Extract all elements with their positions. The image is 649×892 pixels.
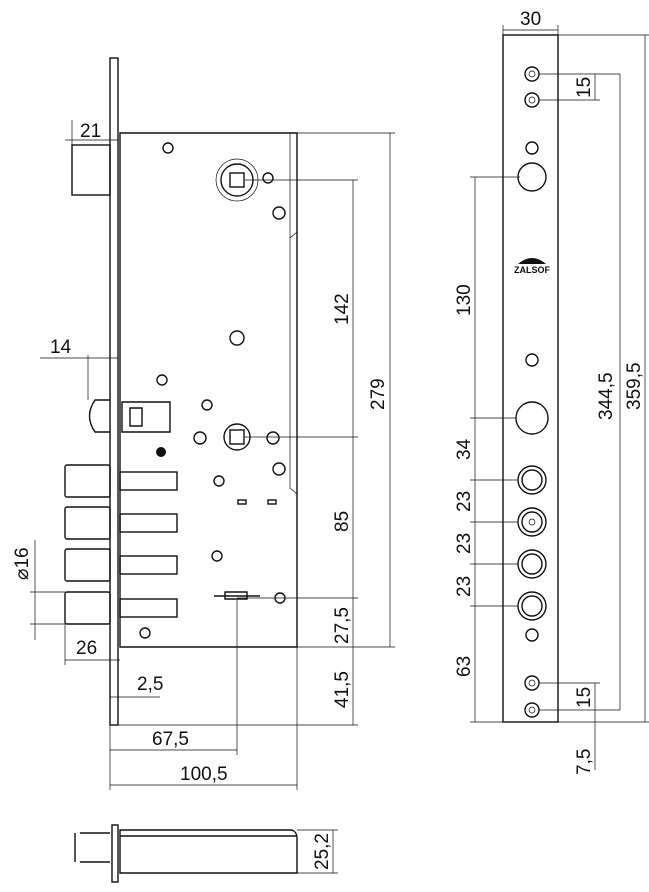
- brand-logo: ZALSOF: [514, 258, 550, 275]
- faceplate-holes: [515, 66, 549, 718]
- lock-case: [119, 132, 298, 648]
- dim-latch-width: 14: [50, 337, 72, 358]
- dim-cylinder-distance: 85: [332, 511, 353, 532]
- dim-bottom-margin: 7,5: [574, 749, 595, 775]
- dim-spindle-distance: 142: [332, 293, 353, 325]
- dim-faceplate-thickness: 2,5: [137, 674, 163, 695]
- dim-top-hole-spacing: 15: [574, 77, 595, 98]
- bolts: [64, 464, 178, 625]
- lock-top-view: 25,2: [74, 824, 338, 883]
- dim-23-b: 23: [454, 533, 475, 554]
- svg-text:ZALSOF: ZALSOF: [514, 265, 550, 275]
- dim-34: 34: [454, 438, 475, 460]
- dim-bolt-diameter: ⌀16: [12, 547, 33, 580]
- case-edge: [289, 133, 298, 495]
- dim-faceplate-length: 359,5: [624, 362, 645, 410]
- case-holes: [139, 142, 286, 639]
- dim-bolt-length: 26: [76, 638, 97, 659]
- deadbolt: [71, 144, 111, 196]
- faceplate-dimension-lines: [470, 25, 649, 770]
- dim-faceplate-width: 30: [520, 9, 541, 30]
- dimension-lines: [30, 58, 395, 790]
- dim-bottom-hole-spacing: 15: [574, 687, 595, 708]
- dim-bottom-offset: 41,5: [332, 671, 353, 708]
- dim-case-width: 100,5: [180, 764, 228, 785]
- dim-130: 130: [454, 284, 475, 316]
- keyhole: [214, 591, 260, 600]
- dim-63: 63: [454, 656, 475, 677]
- dim-23-a: 23: [454, 491, 475, 512]
- latch-holder: [121, 401, 171, 433]
- dim-case-depth: 25,2: [312, 833, 333, 870]
- dim-bolt-width: 21: [80, 121, 101, 142]
- dim-holes-span: 344,5: [596, 372, 617, 420]
- dim-keyhole-distance: 27,5: [332, 607, 353, 644]
- lock-side-view: 21 14 ⌀16 26 2,5 67,5 100,5 142 279 85 2…: [12, 57, 395, 790]
- dim-backset: 67,5: [152, 729, 189, 750]
- faceplate: [109, 57, 119, 726]
- faceplate-front-view: ZALSOF 30 15 344,5 359,5 130 34 23 23 23…: [454, 9, 649, 775]
- latch: [88, 399, 110, 433]
- dim-case-height: 279: [368, 378, 389, 410]
- dim-23-c: 23: [454, 576, 475, 597]
